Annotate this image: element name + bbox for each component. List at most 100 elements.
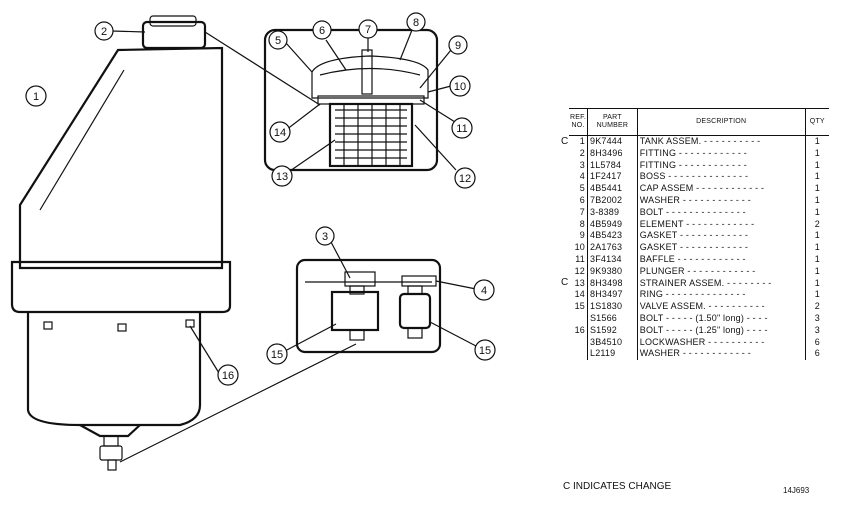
header-part-number: PART NUMBER xyxy=(587,108,638,136)
qty-cell: 1 xyxy=(804,135,829,148)
svg-text:15: 15 xyxy=(479,345,491,357)
description-cell: PLUNGER - - - - - - - - - - - - xyxy=(639,265,756,276)
ref-cell xyxy=(569,348,588,361)
part-number-cell: 3-8389 xyxy=(587,206,638,219)
description-cell: BOLT - - - - - (1.25" long) - - - - xyxy=(639,324,768,335)
description-cell: BAFFLE - - - - - - - - - - - - xyxy=(639,253,746,264)
part-number-cell: 8H3498 xyxy=(587,277,638,290)
callout-9: 9 xyxy=(448,35,468,55)
change-mark-row-1: C xyxy=(561,136,569,147)
description-cell: FITTING - - - - - - - - - - - - xyxy=(639,159,747,170)
part-number-cell: S1566 xyxy=(587,312,638,325)
ref-cell: 1 xyxy=(569,135,588,148)
callout-4: 4 xyxy=(473,279,495,301)
part-number-cell: 9K7444 xyxy=(587,135,638,148)
part-number-cell: S1592 xyxy=(587,324,638,337)
ref-cell: 15 xyxy=(569,301,588,313)
callout-5: 5 xyxy=(268,30,288,50)
svg-text:8: 8 xyxy=(413,17,419,29)
qty-cell: 3 xyxy=(804,312,829,325)
part-number-cell: L2119 xyxy=(587,348,638,361)
description-cell: CAP ASSEM - - - - - - - - - - - - xyxy=(639,183,765,194)
part-number-cell: 4B5441 xyxy=(587,183,638,195)
ref-cell: 7 xyxy=(569,206,588,219)
callout-12: 12 xyxy=(454,167,476,189)
part-number-cell: 1L5784 xyxy=(587,159,638,172)
description-cell: GASKET - - - - - - - - - - - - xyxy=(639,230,749,241)
callout-7: 7 xyxy=(358,19,378,39)
qty-cell: 1 xyxy=(804,253,829,266)
svg-text:16: 16 xyxy=(222,370,234,382)
svg-text:2: 2 xyxy=(101,26,107,38)
qty-cell: 2 xyxy=(804,218,829,231)
callout-2: 2 xyxy=(94,21,114,41)
ref-cell: 3 xyxy=(569,159,588,172)
callout-13: 13 xyxy=(271,165,293,187)
qty-cell: 1 xyxy=(804,194,829,207)
callout-8: 8 xyxy=(406,12,426,32)
svg-text:5: 5 xyxy=(275,35,281,47)
description-cell: RING - - - - - - - - - - - - - - xyxy=(639,289,746,300)
parts-table-header: REF. NO. PART NUMBER DESCRIPTION QTY xyxy=(569,108,829,136)
ref-cell: 16 xyxy=(569,324,588,337)
tank-illustration xyxy=(10,15,232,471)
ref-cell: 12 xyxy=(569,265,588,278)
description-cell: FITTING - - - - - - - - - - - - xyxy=(639,147,747,158)
svg-text:3: 3 xyxy=(322,231,328,243)
qty-cell: 3 xyxy=(804,324,829,337)
description-cell: WASHER - - - - - - - - - - - - xyxy=(639,194,751,205)
header-qty: QTY xyxy=(804,108,829,136)
svg-text:14: 14 xyxy=(274,127,286,139)
callout-3: 3 xyxy=(315,226,335,246)
description-cell: STRAINER ASSEM. - - - - - - - - xyxy=(639,277,772,288)
description-cell: WASHER - - - - - - - - - - - - xyxy=(639,348,751,359)
qty-cell: 1 xyxy=(804,242,829,254)
description-cell: TANK ASSEM. - - - - - - - - - - xyxy=(639,136,761,146)
qty-cell: 1 xyxy=(804,277,829,290)
part-number-cell: 4B5423 xyxy=(587,230,638,243)
ref-cell xyxy=(569,312,588,325)
callout-1: 1 xyxy=(25,85,47,107)
callout-10: 10 xyxy=(449,75,471,97)
part-number-cell: 2A1763 xyxy=(587,242,638,254)
callout-11: 11 xyxy=(451,117,473,139)
ref-cell: 8 xyxy=(569,218,588,231)
svg-text:9: 9 xyxy=(455,40,461,52)
svg-text:10: 10 xyxy=(454,81,466,93)
qty-cell: 1 xyxy=(804,289,829,302)
qty-cell: 1 xyxy=(804,171,829,184)
header-description: DESCRIPTION xyxy=(637,108,806,136)
change-mark-row-12: C xyxy=(561,277,569,288)
callout-14: 14 xyxy=(269,121,291,143)
part-number-cell: 1S1830 xyxy=(587,301,638,313)
leader-lines xyxy=(111,29,477,463)
description-cell: BOLT - - - - - (1.50" long) - - - - xyxy=(639,312,768,323)
svg-text:12: 12 xyxy=(459,173,471,185)
part-number-cell: 8H3496 xyxy=(587,147,638,160)
description-cell: LOCKWASHER - - - - - - - - - - xyxy=(639,336,765,347)
part-number-cell: 8H3497 xyxy=(587,289,638,302)
svg-text:4: 4 xyxy=(481,285,487,297)
figure-number: 14J693 xyxy=(783,486,810,495)
mounting-bolts xyxy=(43,319,195,332)
svg-text:7: 7 xyxy=(365,24,371,36)
description-cell: GASKET - - - - - - - - - - - - xyxy=(639,242,749,253)
svg-text:1: 1 xyxy=(33,91,39,103)
valve-detail-inset xyxy=(295,258,442,354)
ref-cell: 11 xyxy=(569,253,588,266)
callout-15-left: 15 xyxy=(266,343,288,365)
